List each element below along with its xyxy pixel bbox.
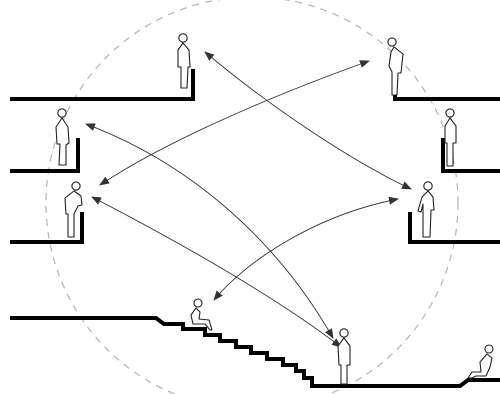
head-icon: [178, 33, 188, 43]
head-icon: [387, 37, 397, 47]
seating-steps: [10, 316, 500, 388]
head-icon: [71, 181, 81, 191]
seated-person-icon: [190, 307, 213, 331]
figure-left-lower-leaning: [64, 181, 83, 238]
figure-standing-bottom: [337, 328, 351, 385]
figure-seated-left-step: [190, 298, 213, 331]
head-icon: [423, 181, 433, 191]
seated-person-icon: [467, 353, 493, 379]
sightline-arrow: [213, 196, 399, 301]
sightlines: [85, 51, 412, 348]
figure-seated-right-bottom: [467, 344, 494, 379]
left-top-balcony: [10, 69, 195, 101]
stepped-seating: [10, 316, 500, 388]
left-middle-balcony: [10, 138, 80, 173]
standing-person-icon: [337, 337, 351, 385]
right-middle-balcony: [441, 138, 500, 173]
right-lower-balcony: [408, 212, 500, 244]
guide-circle: [45, 0, 459, 394]
leaning-person-icon: [388, 46, 404, 96]
sightline-arrow: [204, 51, 412, 190]
figure-right-top-leaning: [387, 37, 404, 96]
left-balconies: [10, 69, 195, 244]
head-icon: [57, 108, 67, 118]
sightline-arrow: [99, 60, 370, 186]
figure-left-middle-standing: [55, 108, 70, 166]
left-lower-balcony: [10, 212, 84, 244]
head-icon: [339, 328, 349, 338]
leaning-person-icon: [64, 190, 83, 238]
sightline-arrow: [91, 196, 342, 348]
figure-right-middle-standing: [444, 108, 457, 167]
sightline-arrow: [85, 123, 334, 339]
figure-left-top-standing: [177, 33, 191, 89]
standing-person-icon: [444, 117, 457, 167]
head-icon: [484, 344, 494, 354]
figure-right-lower-standing: [417, 181, 435, 238]
right-top-balcony: [393, 69, 500, 101]
standing-person-icon: [177, 42, 191, 89]
head-icon: [445, 108, 455, 118]
head-icon: [193, 298, 203, 308]
standing-person-icon: [417, 190, 435, 238]
standing-person-icon: [55, 117, 70, 166]
